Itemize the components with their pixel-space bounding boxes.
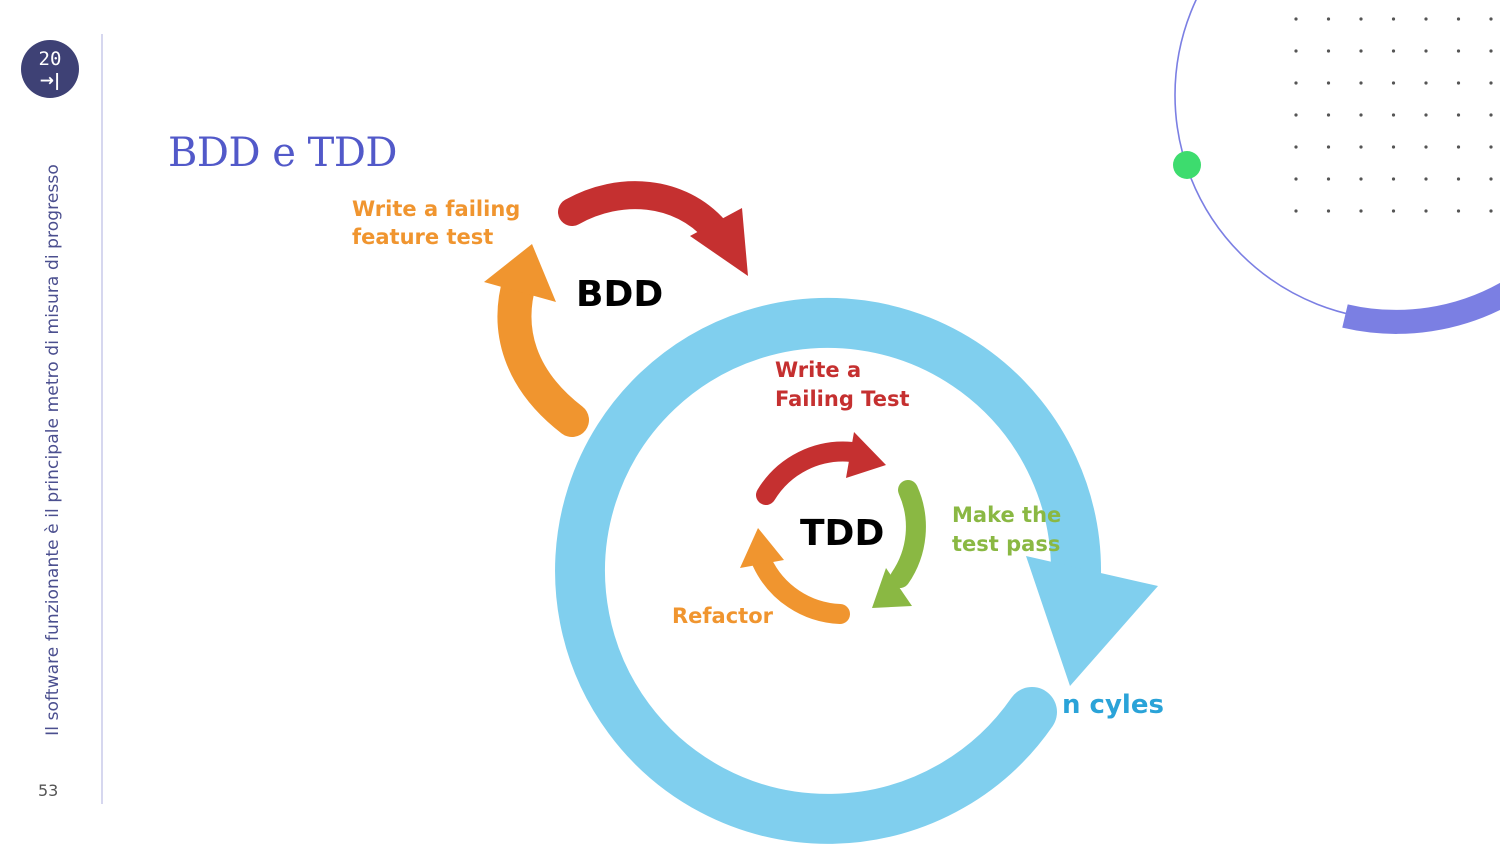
grid-dot <box>1424 177 1428 181</box>
grid-dot <box>1456 145 1461 149</box>
grid-dot <box>1391 209 1396 213</box>
grid-dot <box>1456 209 1461 213</box>
tdd-orange-arrowhead-icon <box>740 528 784 568</box>
bdd-red-arrowhead-icon <box>690 208 748 276</box>
grid-dot <box>1326 177 1331 181</box>
grid-dot <box>1489 81 1493 85</box>
grid-dot <box>1489 17 1493 21</box>
tdd-green-arrow-body <box>890 480 926 588</box>
bdd-label: BDD <box>576 274 663 315</box>
page-number: 53 <box>38 781 59 800</box>
grid-dot <box>1456 113 1461 117</box>
grid-dot <box>1326 81 1331 85</box>
vertical-divider <box>101 34 103 804</box>
logo-top-text: 20 <box>39 48 62 70</box>
grid-dot <box>1489 177 1493 181</box>
grid-dot <box>1391 177 1396 181</box>
tdd-green-arrowhead-icon <box>872 568 912 608</box>
grid-dot <box>1424 49 1428 53</box>
logo-bottom-text: →| <box>40 71 60 91</box>
tdd-refactor-label: Refactor <box>672 604 774 628</box>
decorative-dots-circle <box>1173 0 1500 334</box>
grid-dot <box>1294 209 1298 213</box>
grid-dot <box>1294 17 1298 21</box>
grid-dot <box>1424 81 1428 85</box>
grid-dot <box>1391 113 1396 117</box>
grid-dot <box>1489 145 1493 149</box>
grid-dot <box>1294 145 1298 149</box>
bdd-step-line1: Write a failing <box>352 197 520 221</box>
tdd-orange-arrow-body <box>752 552 850 624</box>
grid-dot <box>1456 17 1461 21</box>
tdd-write-line2: Failing Test <box>775 387 910 411</box>
grid-dot <box>1359 145 1363 149</box>
grid-dot <box>1359 177 1363 181</box>
grid-dot <box>1359 17 1363 21</box>
tdd-write-line1: Write a <box>775 358 861 382</box>
bdd-orange-arrow-body <box>497 263 589 437</box>
grid-dot <box>1391 17 1396 21</box>
n-cycles-arrowhead-icon <box>1026 556 1158 686</box>
grid-dot <box>1359 209 1363 213</box>
bdd-step-line2: feature test <box>352 225 493 249</box>
grid-dot <box>1326 145 1331 149</box>
grid-dot <box>1456 49 1461 53</box>
grid-dot <box>1456 81 1461 85</box>
grid-dot <box>1326 113 1331 117</box>
bdd-orange-arrowhead-icon <box>484 244 556 302</box>
grid-dot <box>1326 209 1331 213</box>
tdd-red-arrowhead-icon <box>846 432 886 478</box>
grid-dot <box>1359 113 1363 117</box>
grid-dot <box>1391 49 1396 53</box>
grid-dot <box>1326 49 1331 53</box>
grid-dot <box>1424 113 1428 117</box>
grid-dot <box>1424 209 1428 213</box>
tdd-pass-line2: test pass <box>952 532 1060 556</box>
grid-dot <box>1489 209 1493 213</box>
tdd-pass-line1: Make the <box>952 503 1061 527</box>
n-cycles-label: n cyles <box>1062 690 1164 720</box>
grid-dot <box>1424 17 1428 21</box>
logo-20-icon: 20 →| <box>21 40 79 98</box>
deco-green-dot <box>1173 151 1201 179</box>
dot-grid <box>1294 17 1493 213</box>
grid-dot <box>1456 177 1461 181</box>
tdd-label: TDD <box>800 513 884 554</box>
tdd-red-arrow-body <box>756 441 862 505</box>
grid-dot <box>1391 145 1396 149</box>
grid-dot <box>1359 81 1363 85</box>
grid-dot <box>1294 113 1298 117</box>
grid-dot <box>1489 113 1493 117</box>
grid-dot <box>1424 145 1428 149</box>
bdd-red-arrow-body <box>558 181 729 244</box>
grid-dot <box>1326 17 1331 21</box>
grid-dot <box>1359 49 1363 53</box>
grid-dot <box>1294 177 1298 181</box>
deco-thick-arc <box>1342 282 1500 334</box>
grid-dot <box>1391 81 1396 85</box>
grid-dot <box>1294 49 1298 53</box>
grid-dot <box>1489 49 1493 53</box>
grid-dot <box>1294 81 1298 85</box>
n-cycles-arrow-body <box>555 297 1102 844</box>
slide-title: BDD e TDD <box>168 130 397 176</box>
